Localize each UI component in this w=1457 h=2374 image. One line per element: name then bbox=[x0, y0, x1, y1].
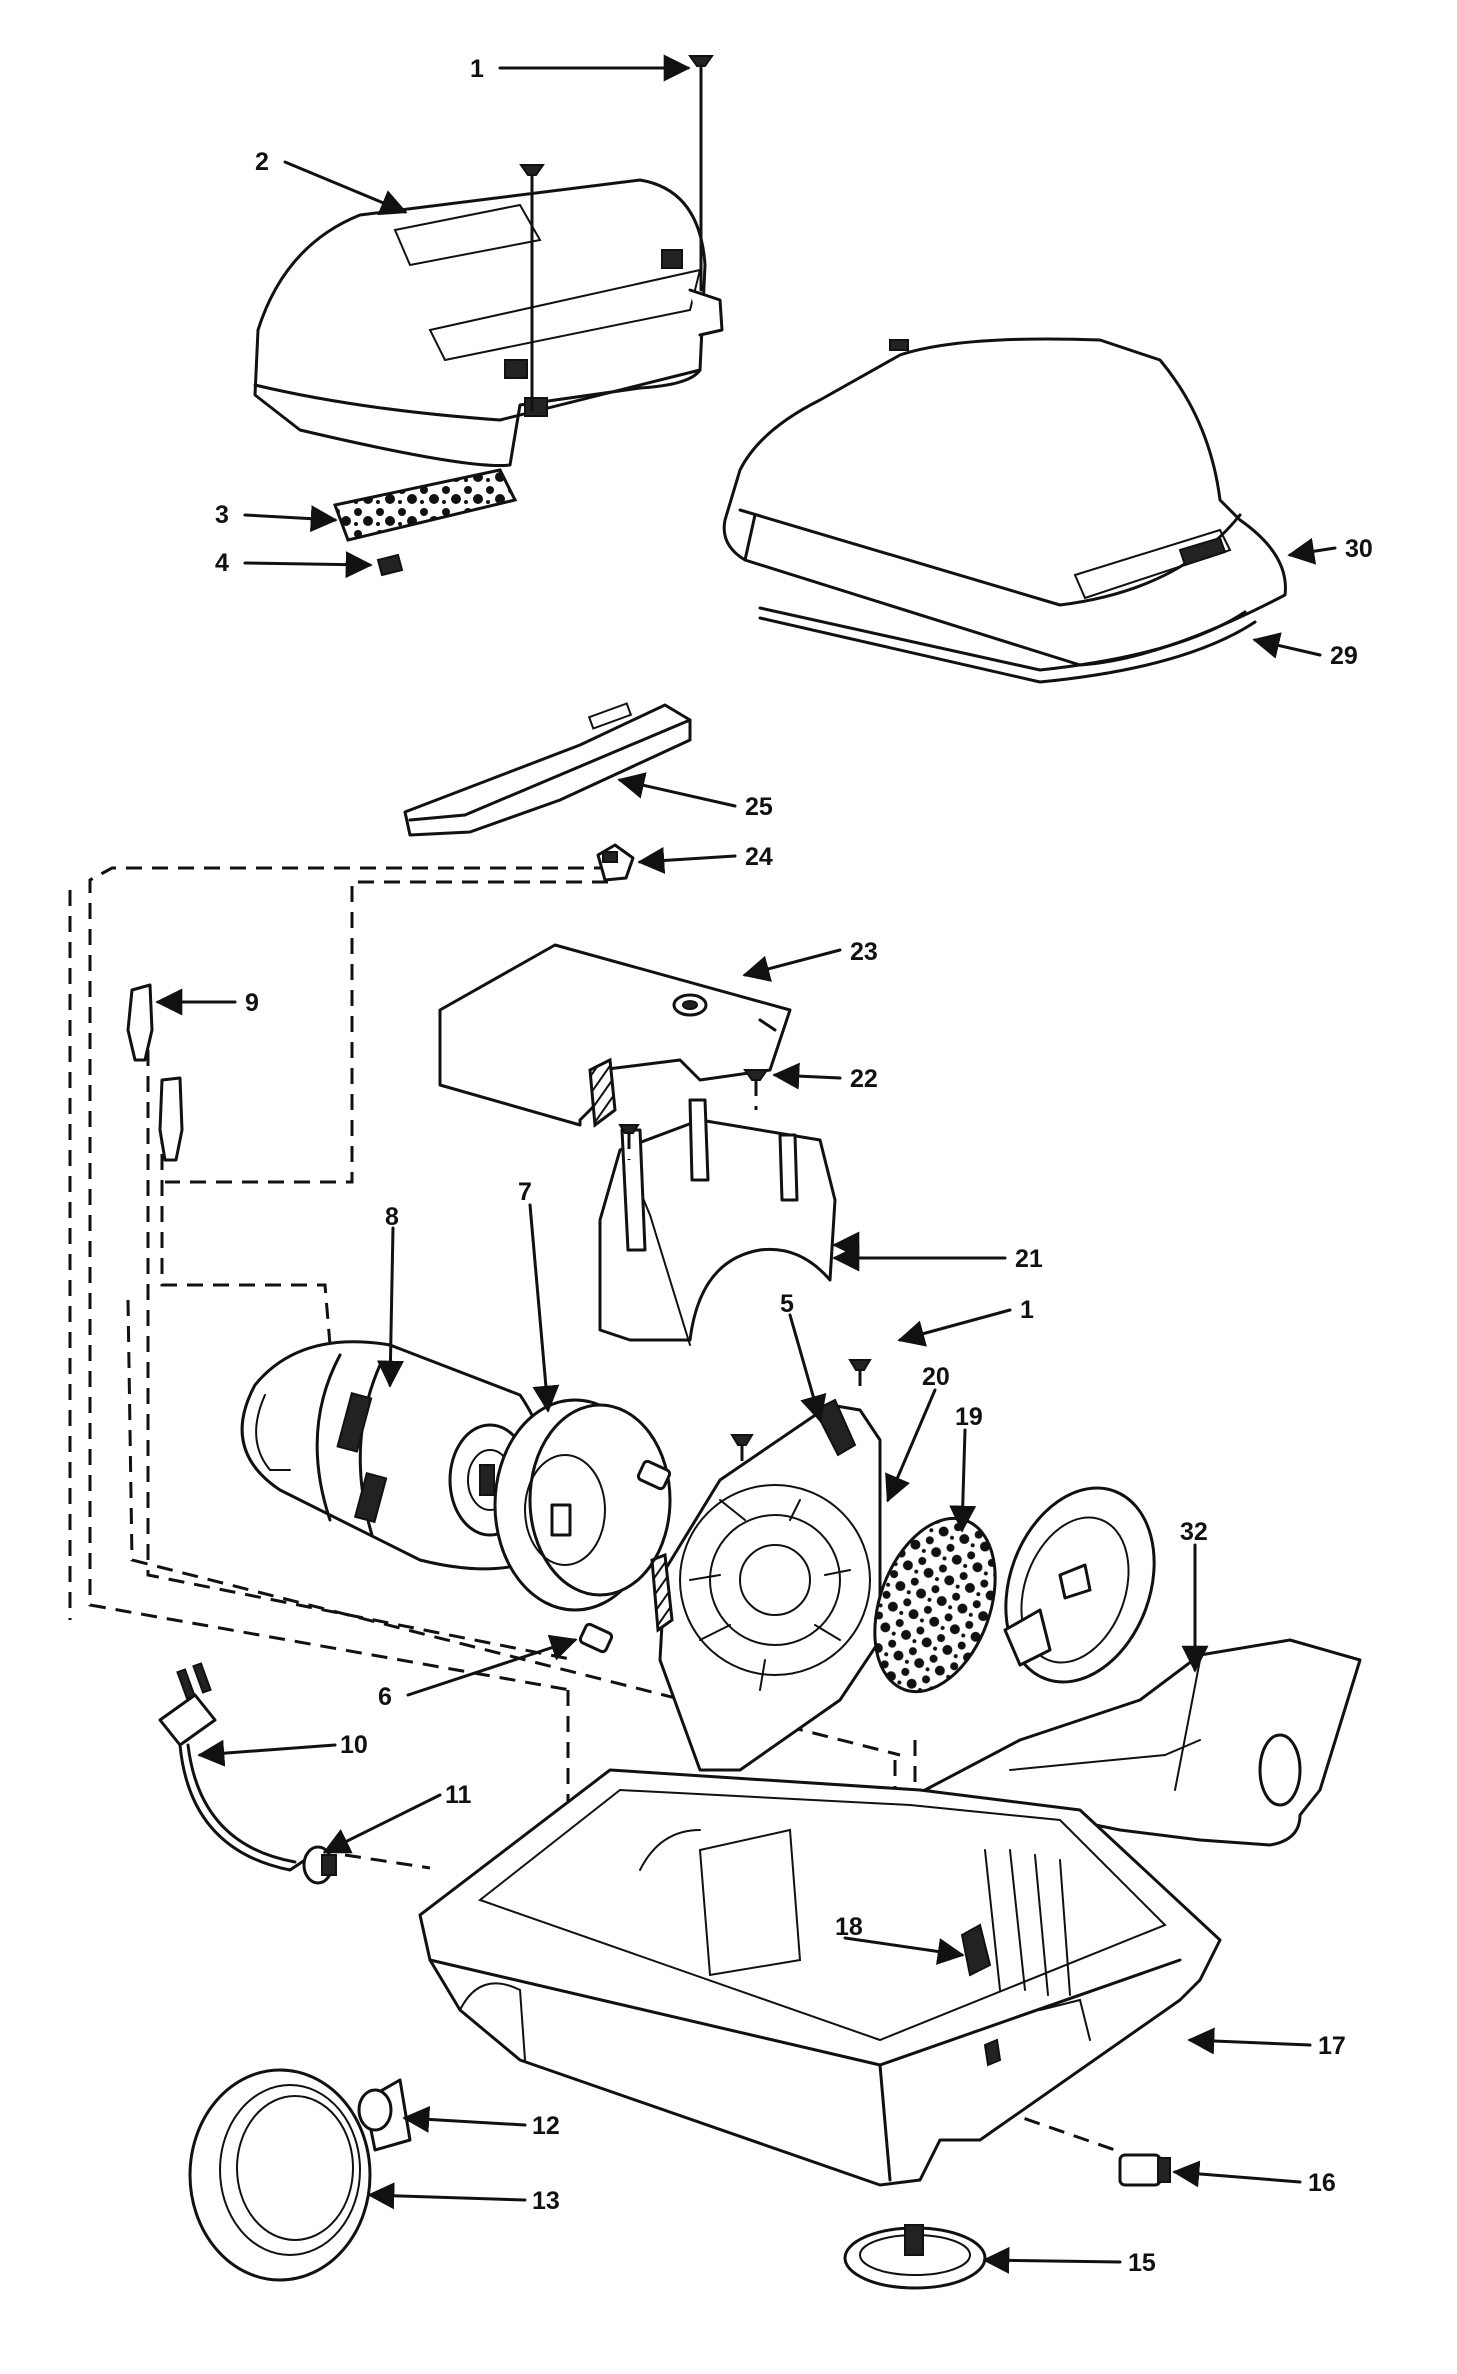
part-motor-bracket[interactable] bbox=[598, 1098, 837, 1346]
callout-11: 11 bbox=[445, 1781, 472, 1809]
callout-4: 4 bbox=[215, 549, 229, 577]
callout-2: 2 bbox=[255, 148, 269, 176]
callout-29: 29 bbox=[1330, 642, 1358, 670]
callout-18: 18 bbox=[835, 1913, 863, 1941]
callout-25: 25 bbox=[745, 793, 773, 821]
part-screws-top[interactable] bbox=[519, 55, 714, 412]
callout-5: 5 bbox=[780, 1290, 794, 1318]
callout-9: 9 bbox=[245, 989, 259, 1017]
callout-1-lower: 1 bbox=[1020, 1296, 1034, 1324]
callout-15: 15 bbox=[1128, 2249, 1156, 2277]
part-strain-relief[interactable] bbox=[302, 1845, 337, 1885]
callout-23: 23 bbox=[850, 938, 878, 966]
part-dust-bag[interactable] bbox=[923, 1638, 1362, 1847]
part-caster[interactable] bbox=[843, 2224, 987, 2290]
part-handle-cover[interactable] bbox=[403, 702, 692, 837]
part-fan-housing[interactable] bbox=[650, 1398, 882, 1772]
callout-17: 17 bbox=[1318, 2032, 1346, 2060]
part-hood[interactable] bbox=[722, 337, 1287, 667]
part-rear-wheel[interactable] bbox=[188, 2068, 372, 2282]
callout-3: 3 bbox=[215, 501, 229, 529]
callout-labels: 1 2 3 4 30 29 25 24 23 9 22 21 8 7 1 5 2… bbox=[215, 55, 1373, 2277]
callout-12: 12 bbox=[532, 2112, 560, 2140]
callout-13: 13 bbox=[532, 2187, 560, 2215]
part-motor[interactable] bbox=[240, 1340, 553, 1571]
callout-21: 21 bbox=[1015, 1245, 1043, 1273]
part-top-cover[interactable] bbox=[253, 178, 724, 468]
callout-7: 7 bbox=[518, 1178, 532, 1206]
callout-6: 6 bbox=[378, 1683, 392, 1711]
callout-1-top: 1 bbox=[470, 55, 484, 83]
callout-20: 20 bbox=[922, 1363, 950, 1391]
part-base-housing[interactable] bbox=[418, 1768, 1222, 2187]
part-screws-lower[interactable] bbox=[730, 1359, 872, 1470]
part-grommets[interactable] bbox=[578, 1459, 672, 1654]
part-terminal-connectors[interactable] bbox=[126, 983, 184, 1162]
part-cord-plug[interactable] bbox=[1118, 2153, 1171, 2187]
part-filter-pad[interactable] bbox=[332, 468, 518, 542]
part-shield-screw[interactable] bbox=[743, 1069, 769, 1110]
callout-24: 24 bbox=[745, 843, 773, 871]
part-power-cord[interactable] bbox=[158, 1662, 307, 1872]
callout-22: 22 bbox=[850, 1065, 878, 1093]
part-clip[interactable] bbox=[376, 553, 404, 577]
callout-32: 32 bbox=[1180, 1518, 1208, 1546]
callout-16: 16 bbox=[1308, 2169, 1336, 2197]
callout-10: 10 bbox=[340, 1731, 368, 1759]
callout-8: 8 bbox=[385, 1203, 399, 1231]
callout-arrows bbox=[155, 54, 1337, 2274]
part-wheel-bracket[interactable] bbox=[357, 2078, 412, 2152]
callout-30: 30 bbox=[1345, 535, 1373, 563]
part-motor-shield[interactable] bbox=[438, 943, 792, 1128]
part-switch[interactable] bbox=[596, 843, 635, 882]
part-hood-gasket[interactable] bbox=[758, 606, 1257, 684]
callout-19: 19 bbox=[955, 1403, 983, 1431]
part-bag-holder[interactable] bbox=[980, 1467, 1180, 1703]
part-fan-ring[interactable] bbox=[493, 1398, 672, 1612]
